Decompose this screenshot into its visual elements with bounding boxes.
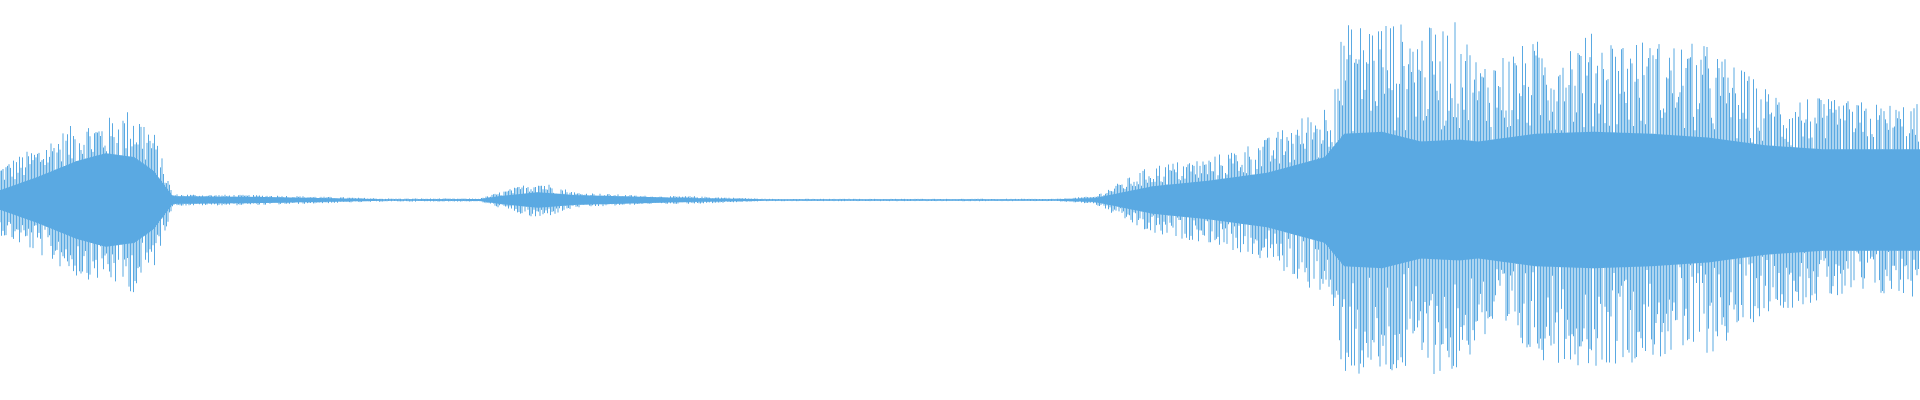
- waveform-peak-lines: [0, 22, 1919, 374]
- waveform-peaks: [0, 22, 1919, 374]
